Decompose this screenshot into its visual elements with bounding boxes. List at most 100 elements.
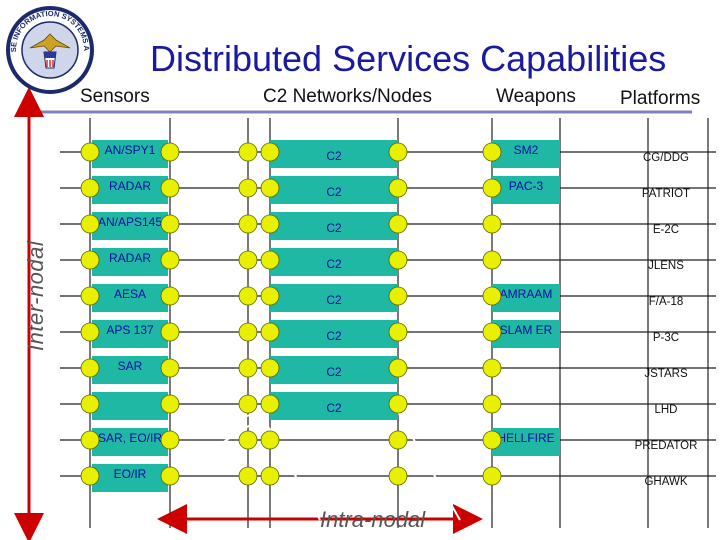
network-node [388,250,408,270]
network-node [238,214,258,234]
network-node [482,430,502,450]
c2-label: C2 [326,293,342,307]
platform-label: LHD [654,404,677,416]
network-node [260,214,280,234]
c2-box [270,392,398,420]
network-node [260,430,280,450]
sensor-label: APS 137 [106,323,154,337]
network-node [160,286,180,306]
network-node [238,286,258,306]
network-node [482,322,502,342]
network-node [80,394,100,414]
platform-label: PATRIOT [642,188,690,200]
platform-label: JSTARS [644,368,688,380]
platform-label: P-3C [653,332,679,344]
network-node [388,430,408,450]
network-node [388,466,408,486]
network-node [80,430,100,450]
platform-label: GHAWK [644,476,687,488]
network-node [388,142,408,162]
sensor-label: AN/APS145 [98,215,162,229]
sensor-box [92,392,168,420]
network-node [238,394,258,414]
weapon-box [492,284,560,312]
platform-label: E-2C [653,224,679,236]
sensor-label: RADAR [109,179,151,193]
c2-box [270,320,398,348]
column-header-weapons: Weapons [496,86,576,107]
column-header-c2: C2 Networks/Nodes [263,86,432,107]
weapon-box [492,428,560,456]
network-node [160,178,180,198]
platform-label: CG/DDG [643,152,689,164]
sensor-box [92,248,168,276]
network-node [80,214,100,234]
c2-box [270,140,398,168]
sensor-box [92,356,168,384]
c2-box [270,284,398,312]
network-node [160,430,180,450]
weapon-label: AMRAAM [500,287,553,301]
network-node [482,214,502,234]
network-node [238,142,258,162]
network-node [238,250,258,270]
c2-box [270,176,398,204]
network-node [482,250,502,270]
sensor-label: EO/IR [114,467,147,481]
connector-line [169,410,321,521]
c2-box [270,356,398,384]
weapon-label: HELLFIRE [497,431,554,445]
sensor-label: RADAR [109,251,151,265]
sensor-box [92,176,168,204]
weapon-label: PAC-3 [509,179,544,193]
sensor-box [92,464,168,492]
connector-line [169,419,259,477]
network-node [388,178,408,198]
disa-seal-logo: DEFENSE INFORMATION SYSTEMS AGENCY [1,0,96,96]
sensor-label: AESA [114,287,146,301]
network-node [260,358,280,378]
connector-line [397,403,493,441]
column-header-platforms: Platforms [620,88,701,109]
c2-label: C2 [326,149,342,163]
network-node [238,322,258,342]
platform-label: PREDATOR [635,440,698,452]
network-node [238,430,258,450]
c2-label: C2 [326,401,342,415]
sensor-label: AN/SPY1 [105,143,156,157]
weapon-label: SLAM ER [500,323,553,337]
network-node [80,322,100,342]
network-node [238,466,258,486]
weapon-box [492,140,560,168]
network-node [482,358,502,378]
inter-nodal-label: Inter-nodal [23,240,48,351]
sensor-box [92,320,168,348]
network-node [260,466,280,486]
c2-label: C2 [326,257,342,271]
network-node [160,466,180,486]
platform-label: JLENS [648,260,684,272]
network-node [160,214,180,234]
network-node [388,394,408,414]
network-node [260,142,280,162]
sensor-label: SAR [118,359,143,373]
column-header-sensors: Sensors [80,86,150,107]
c2-label: C2 [326,365,342,379]
network-node [482,466,502,486]
network-node [260,250,280,270]
network-node [260,322,280,342]
c2-box [270,248,398,276]
platform-label: F/A-18 [649,296,684,308]
network-node [482,394,502,414]
sensor-box [92,428,168,456]
connector-line [397,411,461,521]
network-node [388,286,408,306]
slide-title: Distributed Services Capabilities [150,38,667,79]
network-node [160,394,180,414]
weapon-label: SM2 [514,143,539,157]
network-node [160,250,180,270]
intra-nodal-label: Intra-nodal [320,507,426,532]
c2-box [270,212,398,240]
network-node [260,178,280,198]
network-node [388,214,408,234]
